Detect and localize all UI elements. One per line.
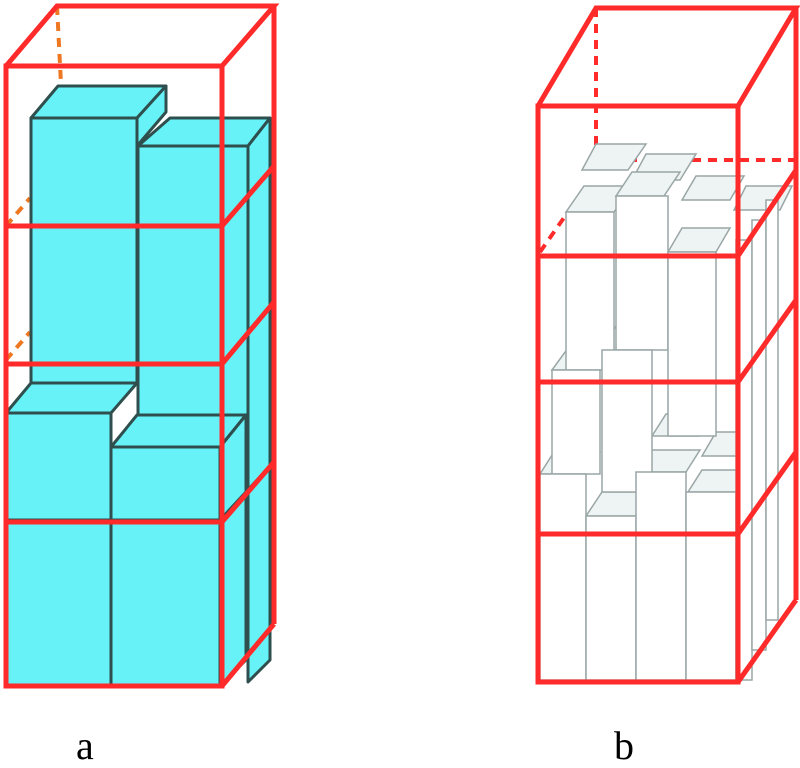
column-body: [685, 491, 737, 681]
panel-a-blocks: [4, 84, 272, 688]
frame-slice-line: [538, 450, 799, 537]
panel-b-frame: [535, 5, 800, 685]
panel-label-b: b: [614, 723, 634, 768]
block-top: [614, 171, 682, 197]
block-face: [109, 445, 222, 688]
frame-slice-line: [6, 164, 276, 229]
block-face: [29, 116, 139, 385]
block-face: [4, 381, 139, 415]
column-body: [765, 199, 779, 621]
frame-slice-line: [6, 460, 276, 525]
block-face: [246, 116, 272, 684]
panel-label-a: a: [76, 723, 94, 768]
block-face: [136, 144, 250, 417]
frame-bottom-depth-edge: [220, 622, 276, 688]
column-body: [585, 515, 637, 681]
column-body: [751, 219, 767, 651]
column-body: [635, 471, 687, 681]
block-top: [580, 143, 648, 171]
hidden-vertical-edge: [55, 5, 63, 85]
block-top: [584, 491, 641, 517]
column-body: [539, 473, 587, 681]
hidden-depth-edge: [538, 210, 570, 254]
hidden-depth-edge: [4, 196, 32, 228]
frame-bottom-depth-edge: [735, 598, 799, 684]
frame-top-edge: [535, 5, 800, 108]
column-body: [667, 251, 717, 437]
frame-slice-line: [538, 298, 799, 385]
frame-slice-line: [6, 300, 276, 367]
block-face: [135, 84, 168, 148]
column-body: [601, 349, 653, 493]
panel-b: [535, 5, 800, 685]
panel-a: [3, 3, 280, 689]
column-body: [615, 195, 669, 351]
hidden-depth-edge: [4, 330, 32, 362]
panel-a-frame: [3, 3, 280, 689]
block-top: [680, 175, 746, 201]
panel-b-blocks: [538, 143, 794, 681]
frame-top-edge: [4, 3, 280, 68]
frame-slice-line: [538, 168, 799, 259]
block-face: [4, 411, 113, 688]
column-body: [551, 369, 601, 475]
block-top: [666, 227, 732, 253]
column-body: [565, 211, 615, 371]
panel-a-hidden-edges: [4, 5, 63, 362]
